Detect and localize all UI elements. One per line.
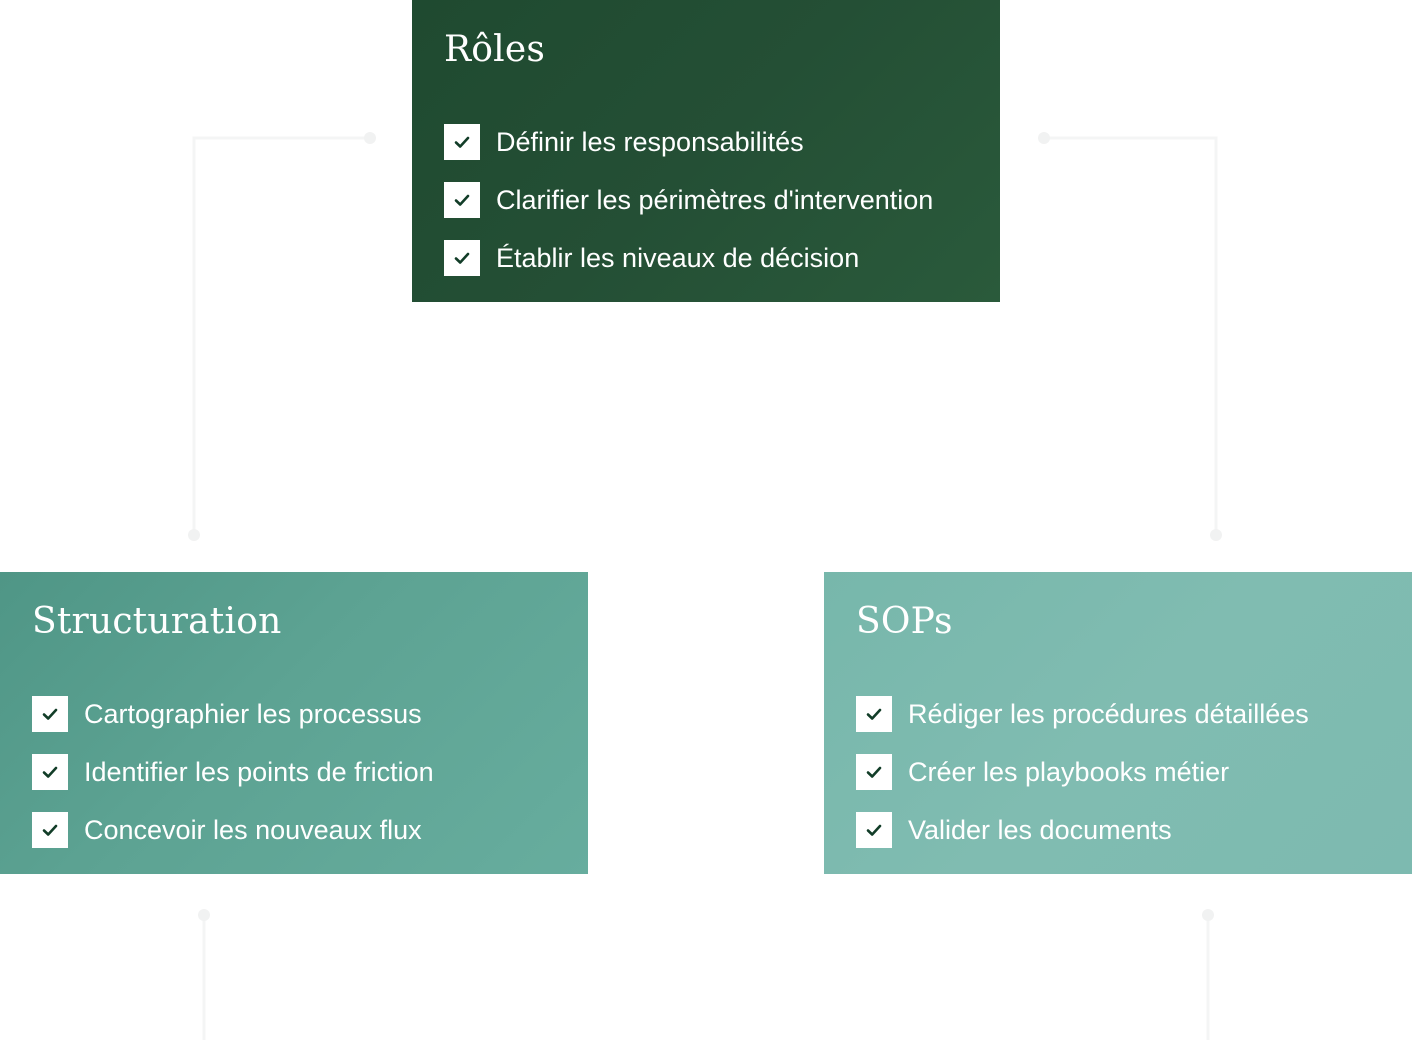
- list-item-label: Identifier les points de friction: [84, 756, 434, 787]
- connector-dot: [1202, 909, 1214, 921]
- list-item: Rédiger les procédures détaillées: [856, 696, 1380, 732]
- list-item-label: Établir les niveaux de décision: [496, 242, 860, 273]
- card-title: Structuration: [32, 601, 282, 642]
- card-title: Rôles: [444, 29, 546, 70]
- list-item-label: Valider les documents: [908, 814, 1172, 845]
- card-roles: Rôles Définir les responsabilités Clarif…: [412, 0, 1000, 302]
- connector-roles-to-sops: [1044, 136, 1218, 535]
- check-icon: [32, 696, 68, 732]
- list-item-label: Cartographier les processus: [84, 698, 422, 729]
- check-icon: [444, 240, 480, 276]
- list-item: Cartographier les processus: [32, 696, 556, 732]
- list-item: Identifier les points de friction: [32, 754, 556, 790]
- list-item: Concevoir les nouveaux flux: [32, 812, 556, 848]
- list-item-label: Clarifier les périmètres d'intervention: [496, 184, 934, 215]
- check-icon: [444, 124, 480, 160]
- check-icon: [856, 696, 892, 732]
- connector-dot: [364, 132, 376, 144]
- list-item-label: Créer les playbooks métier: [908, 756, 1230, 787]
- list-item-label: Définir les responsabilités: [496, 126, 804, 157]
- card-title: SOPs: [856, 601, 953, 642]
- list-item: Créer les playbooks métier: [856, 754, 1380, 790]
- connector-roles-to-structuration: [192, 136, 370, 535]
- check-icon: [32, 812, 68, 848]
- connector-dot: [1038, 132, 1050, 144]
- list-item: Clarifier les périmètres d'intervention: [444, 182, 968, 218]
- check-icon: [32, 754, 68, 790]
- card-item-list: Définir les responsabilités Clarifier le…: [444, 124, 968, 276]
- check-icon: [856, 754, 892, 790]
- check-icon: [444, 182, 480, 218]
- card-structuration: Structuration Cartographier les processu…: [0, 572, 588, 874]
- list-item-label: Rédiger les procédures détaillées: [908, 698, 1309, 729]
- connector-dot: [1210, 529, 1222, 541]
- check-icon: [856, 812, 892, 848]
- list-item: Définir les responsabilités: [444, 124, 968, 160]
- list-item-label: Concevoir les nouveaux flux: [84, 814, 422, 845]
- list-item: Valider les documents: [856, 812, 1380, 848]
- card-item-list: Rédiger les procédures détaillées Créer …: [856, 696, 1380, 848]
- connector-dot: [198, 909, 210, 921]
- card-item-list: Cartographier les processus Identifier l…: [32, 696, 556, 848]
- card-sops: SOPs Rédiger les procédures détaillées C…: [824, 572, 1412, 874]
- list-item: Établir les niveaux de décision: [444, 240, 968, 276]
- connector-dot: [188, 529, 200, 541]
